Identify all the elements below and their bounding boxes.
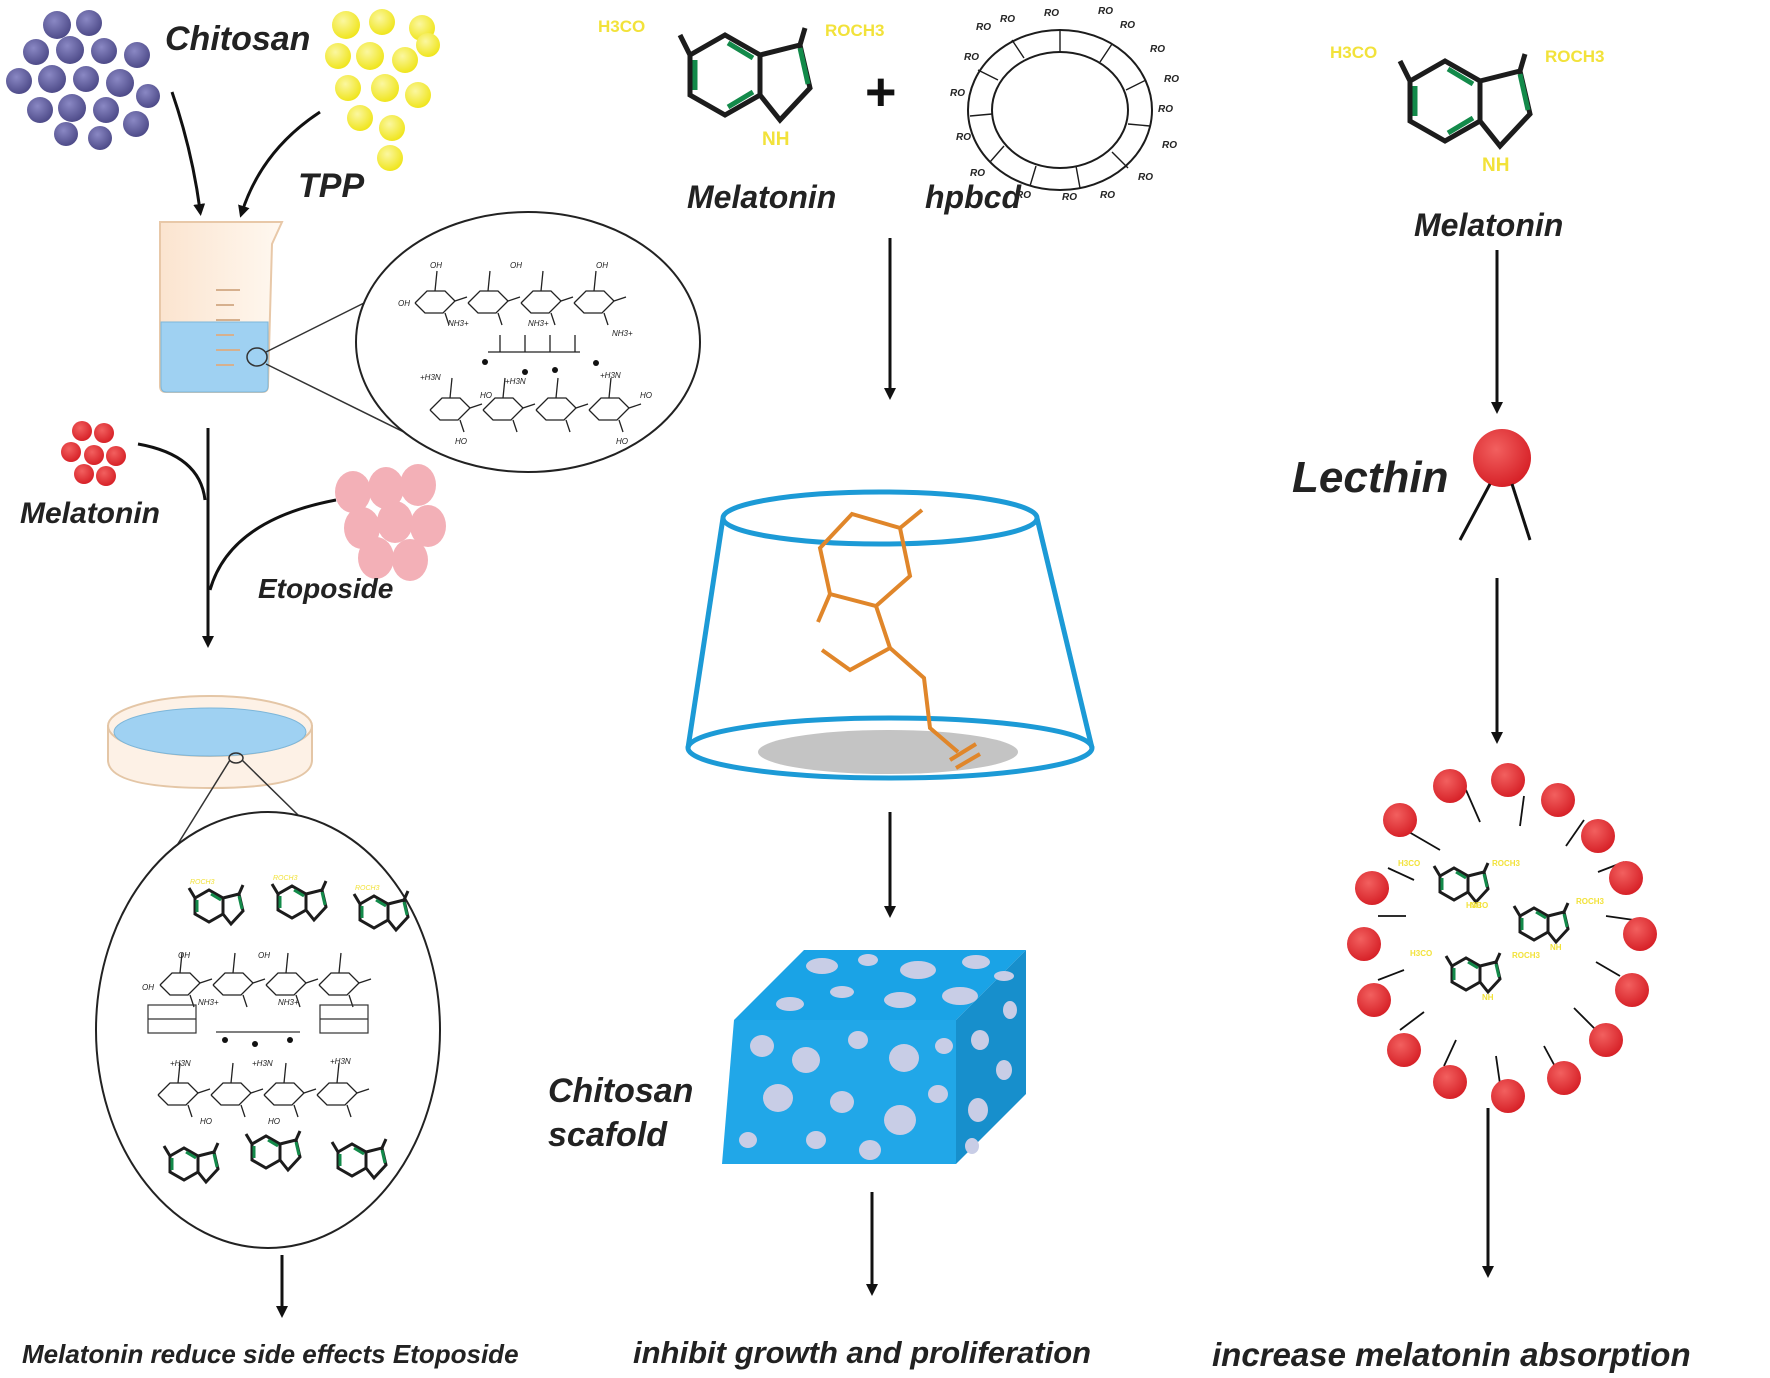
beaker <box>159 221 284 393</box>
melatonin-label-middle: Melatonin <box>687 179 836 215</box>
right-outcome: increase melatonin absorption <box>1212 1336 1691 1373</box>
inclusion-complex <box>685 489 1095 781</box>
svg-text:RO: RO <box>1000 14 1015 25</box>
left-outcome: Melatonin reduce side effects Etoposide <box>22 1339 519 1369</box>
svg-text:NH: NH <box>1482 155 1509 176</box>
svg-text:ROCH3: ROCH3 <box>273 875 298 882</box>
svg-text:RO: RO <box>1162 140 1177 151</box>
svg-text:OH: OH <box>142 983 154 992</box>
svg-text:NH3+: NH3+ <box>612 329 633 338</box>
svg-text:ROCH3: ROCH3 <box>825 21 885 40</box>
plus-sign: + <box>865 62 897 122</box>
svg-text:NH3+: NH3+ <box>528 319 549 328</box>
svg-text:OH: OH <box>258 951 270 960</box>
svg-text:RO: RO <box>956 132 971 143</box>
tpp-label: TPP <box>298 167 364 205</box>
svg-text:NH: NH <box>1482 993 1494 1002</box>
svg-text:RO: RO <box>1062 192 1077 203</box>
liposome: H3CO ROCH3 H3CO ROCH3 H3CO ROCH3 NH NH N… <box>1347 763 1657 1113</box>
svg-text:RO: RO <box>950 88 965 99</box>
melatonin-label-right: Melatonin <box>1414 207 1563 243</box>
svg-text:RO: RO <box>1098 6 1113 17</box>
svg-text:H3CO: H3CO <box>598 17 645 36</box>
svg-text:HO: HO <box>200 1117 212 1126</box>
svg-text:RO: RO <box>1120 20 1135 31</box>
svg-text:OH: OH <box>596 261 608 270</box>
svg-text:H3CO: H3CO <box>1410 949 1432 958</box>
svg-text:RO: RO <box>964 52 979 63</box>
melatonin-label-left: Melatonin <box>20 497 160 530</box>
melatonin-merge-arrow <box>137 442 207 501</box>
film-composite-zoom: ROCH3 ROCH3 ROCH3 OH OH OH NH3+ NH3+ +H3… <box>95 811 441 1249</box>
svg-text:OH: OH <box>430 261 442 270</box>
svg-text:ROCH3: ROCH3 <box>1576 897 1605 906</box>
svg-text:H3CO: H3CO <box>1466 901 1488 910</box>
svg-text:NH: NH <box>1470 901 1482 910</box>
zoom-line <box>265 363 421 441</box>
svg-text:RO: RO <box>1164 74 1179 85</box>
tpp-arrow <box>238 110 321 218</box>
svg-text:+H3N: +H3N <box>600 371 621 380</box>
melatonin-particles <box>61 421 126 486</box>
svg-text:RO: RO <box>1138 172 1153 183</box>
svg-text:RO: RO <box>1158 104 1173 115</box>
melatonin-structure-middle: H3CO ROCH3 NH <box>598 17 885 150</box>
chitosan-label: Chitosan <box>165 20 310 58</box>
etoposide-merge-arrow <box>208 498 337 591</box>
svg-text:OH: OH <box>510 261 522 270</box>
scaffold-label-line2: scafold <box>548 1116 668 1154</box>
svg-text:+H3N: +H3N <box>330 1057 351 1066</box>
svg-text:HO: HO <box>480 391 492 400</box>
melatonin-structure-right: H3CO ROCH3 NH <box>1330 43 1605 176</box>
chitosan-arrow <box>170 91 206 216</box>
chitosan-tpp-crosslink-zoom: OH OH OH OH NH3+ NH3+ NH3+ +H3N +H3N +H3… <box>355 211 701 473</box>
svg-text:HO: HO <box>640 391 652 400</box>
chitosan-particles <box>6 10 160 150</box>
svg-text:RO: RO <box>1044 8 1059 19</box>
svg-text:+H3N: +H3N <box>420 373 441 382</box>
hpbcd-label: hpbcd <box>925 179 1022 215</box>
dish-zoom-marker <box>228 752 244 764</box>
svg-text:RO: RO <box>970 168 985 179</box>
svg-text:ROCH3: ROCH3 <box>190 879 215 886</box>
lecithin-label: Lecthin <box>1292 453 1448 502</box>
lecithin-molecule <box>1458 429 1532 541</box>
svg-text:NH3+: NH3+ <box>278 998 299 1007</box>
svg-text:ROCH3: ROCH3 <box>1492 859 1521 868</box>
svg-text:HO: HO <box>616 437 628 446</box>
etoposide-label: Etoposide <box>258 573 393 604</box>
svg-text:RO: RO <box>976 22 991 33</box>
svg-text:OH: OH <box>398 299 410 308</box>
svg-text:H3CO: H3CO <box>1330 43 1377 62</box>
scaffold-label-line1: Chitosan <box>548 1072 693 1110</box>
svg-text:OH: OH <box>178 951 190 960</box>
beaker-zoom-marker <box>246 347 268 367</box>
svg-text:ROCH3: ROCH3 <box>1512 951 1541 960</box>
petri-dish <box>107 695 313 790</box>
svg-text:HO: HO <box>268 1117 280 1126</box>
tpp-particles <box>325 9 440 171</box>
svg-text:ROCH3: ROCH3 <box>1545 47 1605 66</box>
zoom-line <box>265 295 379 353</box>
svg-text:+H3N: +H3N <box>170 1059 191 1068</box>
svg-text:ROCH3: ROCH3 <box>355 885 380 892</box>
svg-text:NH: NH <box>762 129 789 150</box>
svg-text:H3CO: H3CO <box>1398 859 1420 868</box>
chitosan-scaffold-cube <box>722 950 1026 1164</box>
svg-text:+H3N: +H3N <box>505 377 526 386</box>
svg-text:+H3N: +H3N <box>252 1059 273 1068</box>
svg-text:RO: RO <box>1100 190 1115 201</box>
svg-text:RO: RO <box>1016 190 1031 201</box>
etoposide-particles <box>335 464 446 581</box>
svg-text:HO: HO <box>455 437 467 446</box>
svg-text:NH: NH <box>1550 943 1562 952</box>
svg-text:NH3+: NH3+ <box>448 319 469 328</box>
svg-text:NH3+: NH3+ <box>198 998 219 1007</box>
middle-outcome: inhibit growth and proliferation <box>633 1335 1091 1370</box>
svg-text:RO: RO <box>1150 44 1165 55</box>
